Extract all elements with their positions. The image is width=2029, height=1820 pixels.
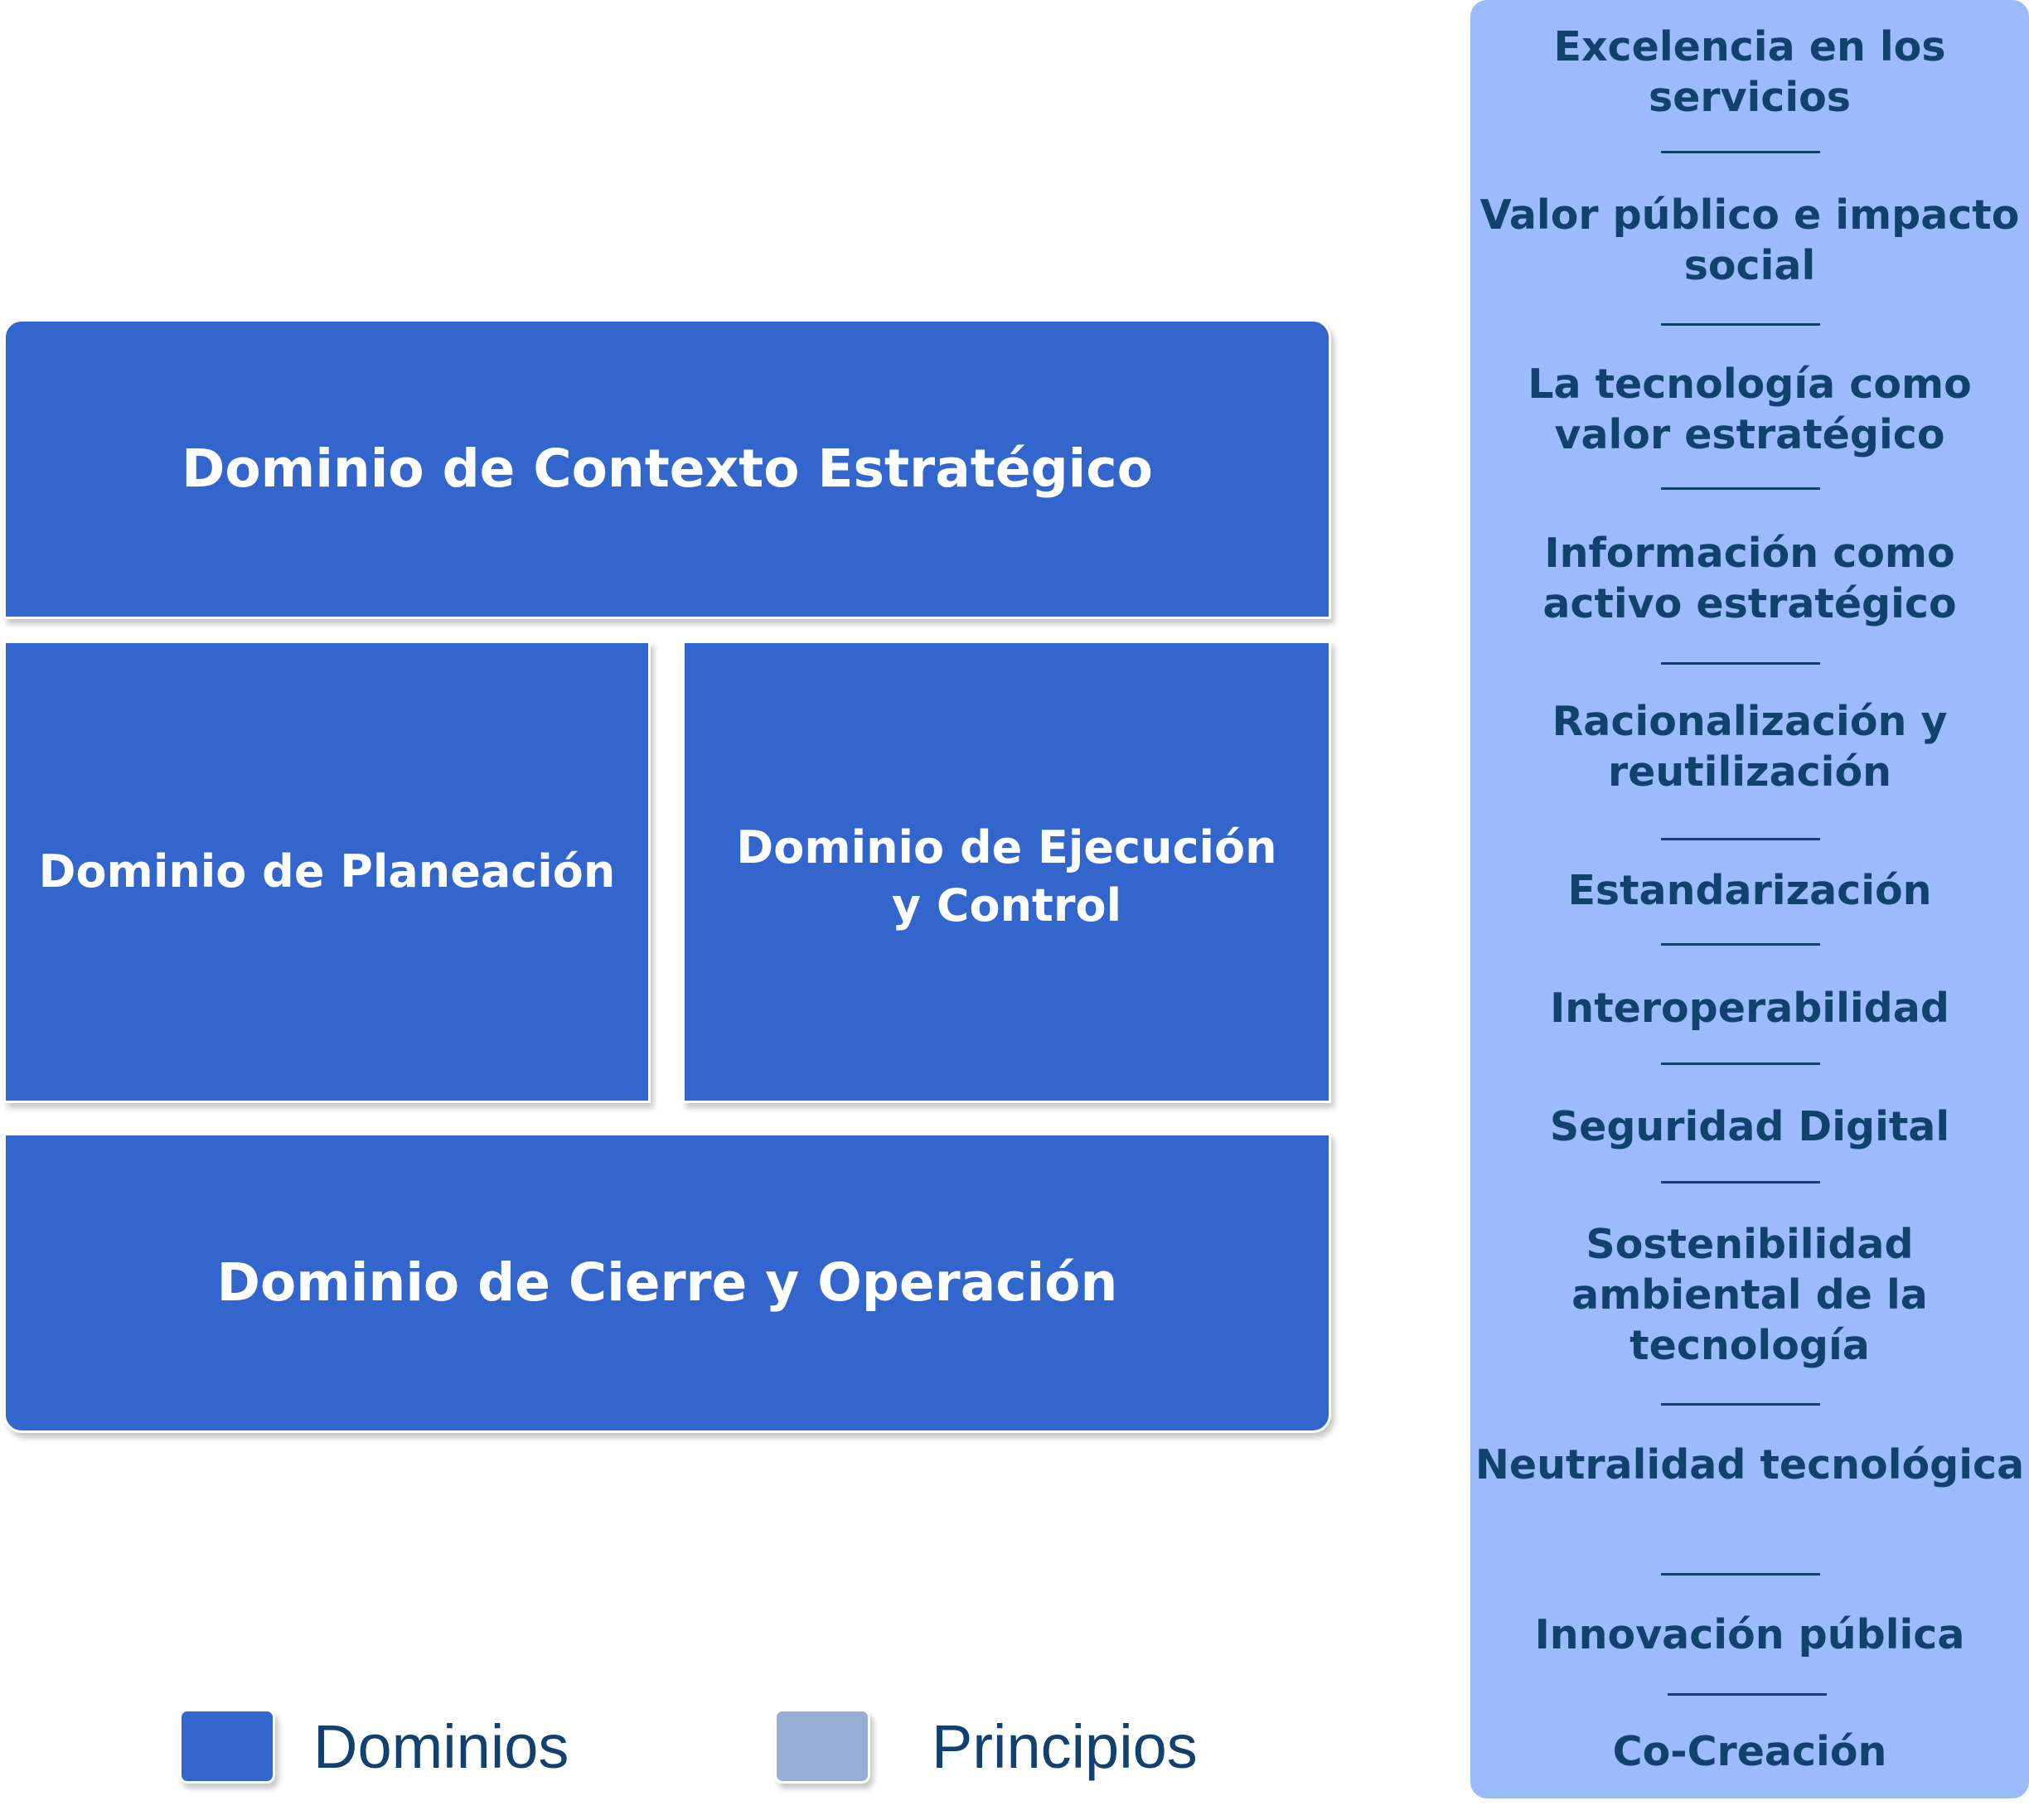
legend-label-principios: Principios bbox=[932, 1712, 1198, 1781]
domain-contexto-label: Dominio de Contexto Estratégico bbox=[182, 438, 1153, 500]
principle-item: Innovación pública bbox=[1534, 1611, 1965, 1658]
principle-item: Seguridad Digital bbox=[1549, 1103, 1950, 1150]
principle-item: Información como activo estratégico bbox=[1542, 530, 1957, 627]
principle-divider bbox=[1661, 662, 1820, 665]
principle-divider bbox=[1661, 1403, 1820, 1406]
domain-contexto-estrategico: Dominio de Contexto Estratégico bbox=[3, 319, 1331, 619]
legend-swatch-dominios bbox=[179, 1709, 275, 1784]
principle-item: Interoperabilidad bbox=[1550, 985, 1949, 1032]
principle-divider bbox=[1668, 1693, 1827, 1696]
principle-item: Valor público e impacto social bbox=[1479, 191, 2020, 289]
principle-divider bbox=[1661, 1062, 1820, 1065]
principle-item: La tecnología como valor estratégico bbox=[1528, 361, 1972, 458]
principle-divider bbox=[1661, 838, 1820, 840]
principle-item: Sostenibilidad ambiental de la tecnologí… bbox=[1571, 1221, 1928, 1369]
principles-panel: Excelencia en los servicios Valor públic… bbox=[1470, 0, 2029, 1798]
principle-divider bbox=[1661, 1573, 1820, 1576]
principle-divider bbox=[1661, 323, 1820, 326]
principle-item: Co-Creación bbox=[1612, 1728, 1887, 1775]
domain-ejecucion-control: Dominio de Ejecución y Control bbox=[682, 641, 1331, 1103]
principle-item: Neutralidad tecnológica bbox=[1475, 1441, 2025, 1488]
principle-divider bbox=[1661, 151, 1820, 153]
principle-divider bbox=[1661, 943, 1820, 946]
legend-swatch-principios bbox=[774, 1709, 870, 1784]
domain-planeacion: Dominio de Planeación bbox=[3, 641, 651, 1103]
principle-divider bbox=[1661, 487, 1820, 490]
principle-divider bbox=[1661, 1181, 1820, 1183]
principle-item: Racionalización y reutilización bbox=[1552, 698, 1948, 796]
legend-label-dominios: Dominios bbox=[313, 1712, 569, 1781]
principle-item: Excelencia en los servicios bbox=[1553, 23, 1946, 121]
domain-ejecucion-label: Dominio de Ejecución y Control bbox=[736, 821, 1277, 932]
domain-planeacion-label: Dominio de Planeación bbox=[38, 845, 616, 898]
principle-item: Estandarización bbox=[1567, 867, 1932, 914]
domain-cierre-label: Dominio de Cierre y Operación bbox=[216, 1252, 1118, 1314]
domain-cierre-operacion: Dominio de Cierre y Operación bbox=[3, 1133, 1331, 1433]
